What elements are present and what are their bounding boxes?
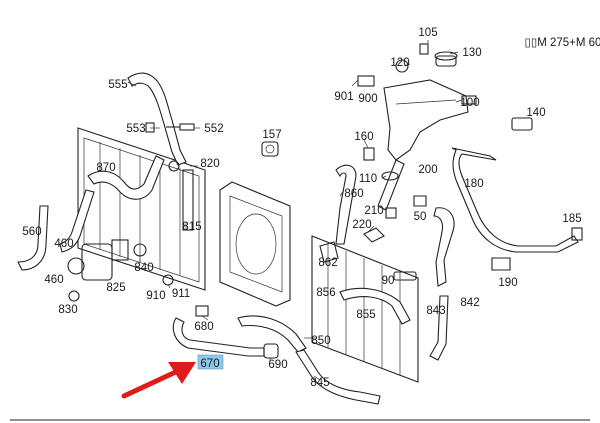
part-label-843: 843 — [426, 305, 445, 317]
part-label-185: 185 — [562, 213, 581, 225]
part-label-160: 160 — [354, 131, 373, 143]
hose-845 — [295, 349, 381, 405]
part-label-552: 552 — [204, 123, 223, 135]
part-label-855: 855 — [356, 309, 375, 321]
hose-870 — [87, 155, 165, 200]
part-label-690: 690 — [268, 359, 287, 371]
part-label-560: 560 — [22, 226, 41, 238]
part-label-830: 830 — [58, 304, 77, 316]
part-label-50: 50 — [414, 211, 427, 223]
part-210 — [385, 207, 397, 219]
part-862 — [319, 241, 339, 263]
clip-160 — [363, 147, 375, 161]
model-code-text: ▯▯M 275+M 60 — [525, 37, 600, 49]
part-label-157: 157 — [262, 129, 281, 141]
part-label-553: 553 — [126, 123, 145, 135]
clip-185 — [571, 227, 583, 241]
part-label-190: 190 — [498, 277, 517, 289]
hose-860 — [335, 164, 357, 245]
part-label-820: 820 — [200, 158, 219, 170]
highlight-670 — [197, 354, 224, 370]
part-label-140: 140 — [526, 107, 545, 119]
water-pump-825 — [67, 160, 180, 302]
hose-855 — [339, 287, 411, 325]
leader-lines — [127, 40, 463, 381]
part-label-856: 856 — [316, 287, 335, 299]
connector-690 — [263, 343, 279, 359]
part-label-842: 842 — [460, 297, 479, 309]
part-label-901: 901 — [334, 91, 353, 103]
part-90 — [393, 271, 417, 281]
part-label-862: 862 — [318, 257, 337, 269]
hose-560-branch — [59, 189, 95, 253]
part-label-200: 200 — [418, 164, 437, 176]
bolt-552 — [166, 123, 195, 131]
part-157 — [261, 141, 279, 157]
clamp-140 — [511, 117, 533, 131]
clip-680 — [195, 305, 209, 317]
hose-200 — [377, 159, 405, 211]
part-label-910: 910 — [146, 290, 165, 302]
part-220 — [363, 227, 385, 243]
hose-843 — [429, 295, 449, 361]
part-label-120: 120 — [390, 57, 409, 69]
part-label-180: 180 — [464, 178, 483, 190]
part-label-210: 210 — [364, 205, 383, 217]
pointer-arrow — [121, 362, 196, 399]
hose-560 — [17, 205, 49, 271]
pipe-180 — [451, 147, 579, 253]
part-label-845: 845 — [310, 377, 329, 389]
clip-50 — [413, 195, 427, 207]
hose-842 — [433, 207, 455, 287]
part-label-870: 870 — [96, 162, 115, 174]
part-label-220: 220 — [352, 219, 371, 231]
hose-850 — [237, 315, 307, 353]
clamp-190 — [491, 257, 511, 271]
part-labels: 105 130 120 555 901 900 100 140 553 552 157 160 820 8… — [22, 27, 581, 389]
part-label-670[interactable]: 670 — [200, 358, 219, 370]
part-label-110: 110 — [359, 173, 377, 185]
part-label-911: 911 — [172, 288, 190, 300]
part-label-100: 100 — [460, 97, 479, 109]
part-label-105: 105 — [418, 27, 437, 39]
part-label-900: 900 — [358, 93, 377, 105]
part-label-680: 680 — [194, 321, 213, 333]
hose-555 — [127, 72, 187, 166]
part-label-555: 555 — [108, 79, 127, 91]
part-label-840: 840 — [134, 262, 153, 274]
part-label-850: 850 — [311, 335, 330, 347]
part-label-130: 130 — [462, 47, 481, 59]
part-label-460: 460 — [44, 274, 63, 286]
part-label-825: 825 — [106, 282, 125, 294]
clip-553 — [145, 122, 155, 133]
fan-shroud — [219, 181, 291, 307]
part-110 — [381, 171, 399, 181]
part-label-860: 860 — [344, 188, 363, 200]
part-label-90: 90 — [382, 275, 395, 287]
part-label-815: 815 — [182, 221, 201, 233]
part-label-460: 460 — [54, 238, 73, 250]
